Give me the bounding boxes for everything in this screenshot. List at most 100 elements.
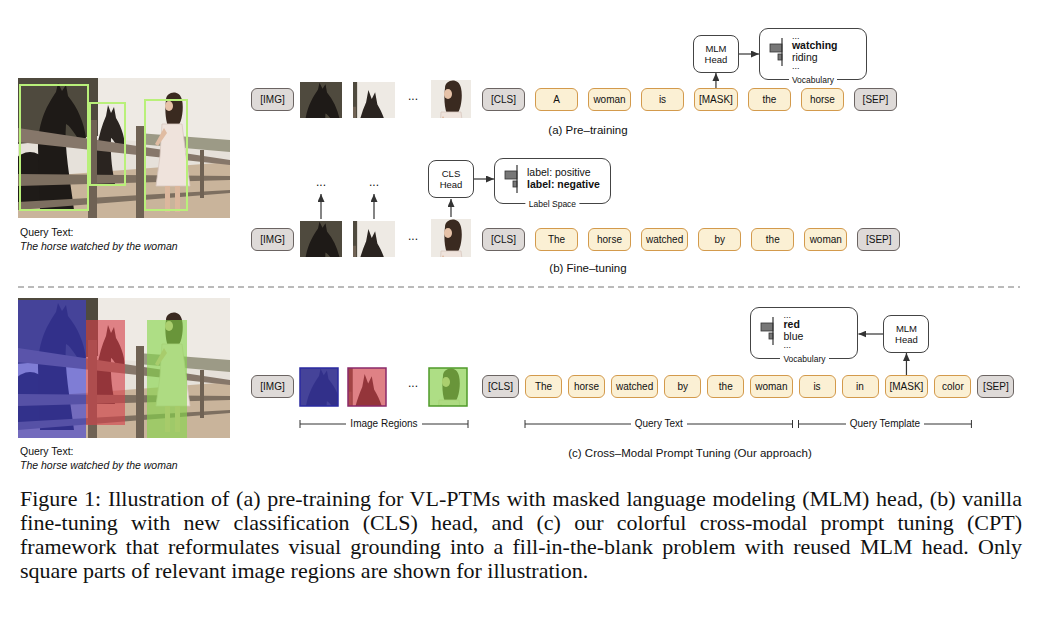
token-box: in	[842, 375, 879, 398]
token-text: [IMG]	[260, 234, 284, 245]
token-box: the	[707, 375, 744, 398]
photo	[8, 298, 230, 438]
query-text: The horse watched by the woman	[20, 459, 178, 472]
bracket-label: Query Text	[631, 418, 687, 431]
special-token: [IMG]	[251, 228, 294, 251]
vocabulary-item: label: positive	[527, 167, 600, 179]
thumbnail-border	[300, 368, 338, 406]
token-box: horse	[568, 375, 605, 398]
head-box: MLM Head	[883, 315, 929, 353]
token-text: horse	[597, 234, 622, 245]
token-text: is	[659, 94, 666, 105]
panel-caption: (a) Pre–training	[548, 123, 627, 137]
token-box: [MASK]	[694, 88, 738, 111]
vocabulary-box: ...redblue...Vocabulary	[750, 307, 858, 359]
bracket-tick	[798, 420, 799, 428]
token-text: [SEP]	[866, 234, 892, 245]
bracket-label: Image Regions	[346, 418, 421, 431]
token-text: The	[548, 234, 565, 245]
special-token: [CLS]	[482, 228, 525, 251]
token-text: watched	[646, 234, 683, 245]
box-caption: Label Space	[526, 199, 579, 209]
feature-arrow	[373, 194, 374, 219]
axis-line	[781, 38, 782, 66]
token-text: [MASK]	[699, 94, 733, 105]
bar	[770, 44, 782, 52]
figure-caption: Figure 1: Illustration of (a) pre-traini…	[20, 487, 1022, 583]
token-box: watched	[641, 228, 688, 251]
color-block	[295, 354, 507, 494]
token-text: [CLS]	[491, 234, 516, 245]
token-text: [CLS]	[488, 381, 513, 392]
bracket-tick	[525, 420, 526, 428]
vocabulary-item: label: negative	[527, 179, 600, 191]
special-token: [IMG]	[251, 88, 294, 111]
token-box: The	[525, 375, 562, 398]
token-box: The	[535, 228, 578, 251]
ellipsis: ...	[408, 376, 418, 391]
token-text: woman	[593, 94, 625, 105]
ellipsis: ...	[408, 89, 418, 104]
token-box: [MASK]	[885, 375, 929, 398]
ellipsis: ...	[408, 229, 418, 244]
query-heading: Query Text:	[20, 445, 74, 458]
feature-arrow	[450, 199, 451, 217]
token-box: color	[934, 375, 971, 398]
token-text: [MASK]	[890, 381, 924, 392]
vocabulary-item: riding	[792, 52, 856, 64]
bracket-tick	[792, 420, 793, 428]
token-text: watched	[616, 381, 653, 392]
token-text: [SEP]	[863, 94, 889, 105]
color-block	[147, 320, 187, 438]
photo	[8, 78, 230, 218]
token-box: is	[799, 375, 836, 398]
token-text: [IMG]	[260, 381, 284, 392]
vocabulary-box: label: positivelabel: negativeLabel Spac…	[494, 158, 611, 204]
query-heading: Query Text:	[20, 226, 74, 239]
head-box: MLM Head	[693, 35, 739, 73]
connector-arrow	[474, 178, 494, 179]
token-text: woman	[755, 381, 787, 392]
panel-caption: (c) Cross–Modal Prompt Tuning (Our appro…	[568, 446, 812, 460]
token-text: in	[856, 381, 864, 392]
bounding-box	[20, 85, 88, 210]
token-box: by	[698, 228, 741, 251]
bar-chart-icon	[768, 35, 788, 69]
connector-arrow	[906, 353, 907, 375]
token-box: is	[641, 88, 684, 111]
axis-line	[516, 165, 517, 193]
vocabulary-item: ...	[783, 312, 847, 319]
bracket-tick	[468, 420, 469, 428]
token-box: watched	[611, 375, 658, 398]
token-text: color	[942, 381, 964, 392]
bar-chart-icon	[503, 162, 523, 196]
token-box: A	[535, 88, 578, 111]
bounding-box	[145, 100, 187, 210]
special-token: [IMG]	[251, 375, 294, 398]
feature-arrow	[320, 194, 321, 219]
token-text: A	[553, 94, 560, 105]
head-box: CLS Head	[428, 160, 474, 198]
region-thumbnail	[246, 342, 510, 508]
head-label: MLM Head	[890, 323, 922, 345]
vocabulary-item: ...	[792, 33, 856, 40]
region-thumbnail	[287, 66, 509, 206]
special-token: [CLS]	[482, 375, 519, 398]
special-token: [SEP]	[977, 375, 1014, 398]
color-block	[258, 342, 510, 508]
bar-chart-icon	[759, 314, 779, 348]
token-text: woman	[810, 234, 842, 245]
token-text: the	[719, 381, 733, 392]
special-token: [SEP]	[854, 88, 897, 111]
box-caption: Vocabulary	[789, 75, 837, 85]
vocabulary-item: ...	[792, 63, 856, 70]
region-thumbnail	[285, 354, 507, 494]
vocabulary-item: blue	[783, 331, 847, 343]
region-thumbnail	[287, 205, 509, 345]
token-box: woman	[588, 88, 631, 111]
color-block	[18, 300, 86, 438]
photo-scene	[8, 298, 230, 438]
box-caption: Vocabulary	[780, 354, 828, 364]
